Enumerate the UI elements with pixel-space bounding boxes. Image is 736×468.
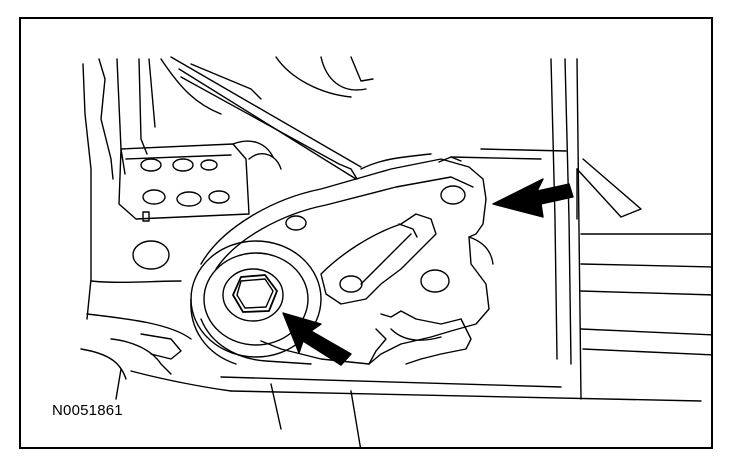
lower-left-components xyxy=(80,240,702,447)
upper-mounting-bracket xyxy=(118,140,282,222)
suspension-arm-bracket xyxy=(200,156,494,365)
pivot-bushing-and-bolt xyxy=(190,240,322,365)
line-illustration xyxy=(80,56,711,447)
arrow-left-icon xyxy=(492,178,574,218)
arrow-up-left-icon xyxy=(282,312,352,366)
figure-reference-code: N0051861 xyxy=(52,402,123,419)
diagram-frame: N0051861 xyxy=(19,17,713,449)
vehicle-body-structure xyxy=(82,56,711,400)
